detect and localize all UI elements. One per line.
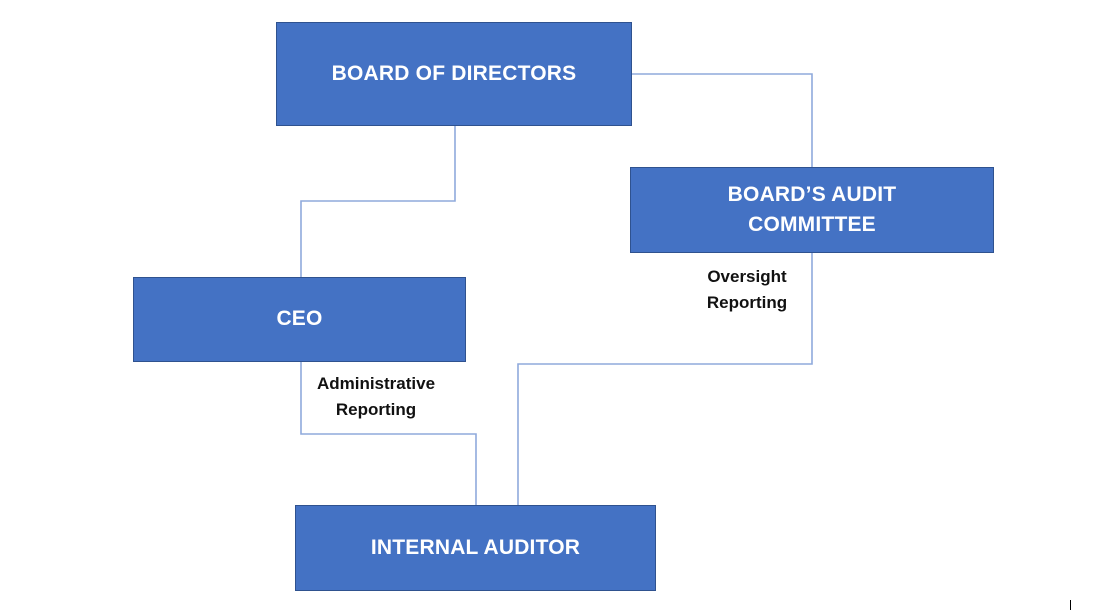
internal-auditor-box: INTERNAL AUDITOR	[295, 505, 656, 591]
internal-auditor-label: INTERNAL AUDITOR	[370, 535, 581, 559]
administrative-label-line2: Reporting	[335, 399, 417, 419]
administrative-reporting-label: Administrative Reporting	[296, 371, 456, 422]
audit-committee-box: BOARD’S AUDIT COMMITTEE	[630, 167, 994, 253]
audit-committee-label-line2: COMMITTEE	[748, 213, 876, 236]
connector-oversight-reporting	[517, 253, 813, 505]
connector-board-to-audit-committee	[632, 73, 813, 167]
oversight-reporting-label: Oversight Reporting	[680, 264, 814, 315]
audit-committee-label-line1: BOARD’S AUDIT	[727, 182, 897, 206]
corner-tick-mark	[1070, 600, 1071, 610]
oversight-label-line1: Oversight	[707, 267, 787, 286]
connector-administrative-reporting	[300, 362, 477, 505]
ceo-box: CEO	[133, 277, 466, 362]
board-of-directors-box: BOARD OF DIRECTORS	[276, 22, 632, 126]
oversight-label-line2: Reporting	[706, 292, 788, 312]
administrative-label-line1: Administrative	[316, 374, 436, 393]
board-of-directors-label: BOARD OF DIRECTORS	[331, 61, 577, 85]
connector-board-to-ceo	[300, 126, 456, 277]
ceo-label: CEO	[276, 307, 323, 331]
